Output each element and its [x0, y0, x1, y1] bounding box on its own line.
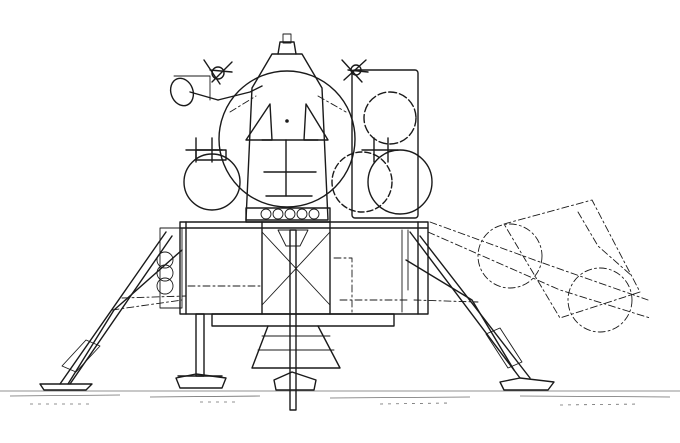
- ground-surface: [0, 390, 680, 406]
- landing-leg-right: [405, 231, 555, 391]
- landing-leg-left: [39, 231, 183, 391]
- tank-circle: [156, 251, 174, 269]
- rcs-thruster-right: [341, 59, 399, 163]
- antenna-tip: [282, 33, 292, 44]
- dish-antenna: [169, 75, 219, 107]
- deployed-equipment-outline: [427, 199, 651, 333]
- rcs-thruster-left: [185, 59, 233, 163]
- landing-leg-front: [273, 371, 317, 391]
- descent-stage: [156, 221, 429, 327]
- landing-leg-center: [175, 313, 227, 389]
- descent-engine: [251, 229, 341, 411]
- dashed-lines: [111, 95, 479, 311]
- ascent-stage: [217, 33, 419, 223]
